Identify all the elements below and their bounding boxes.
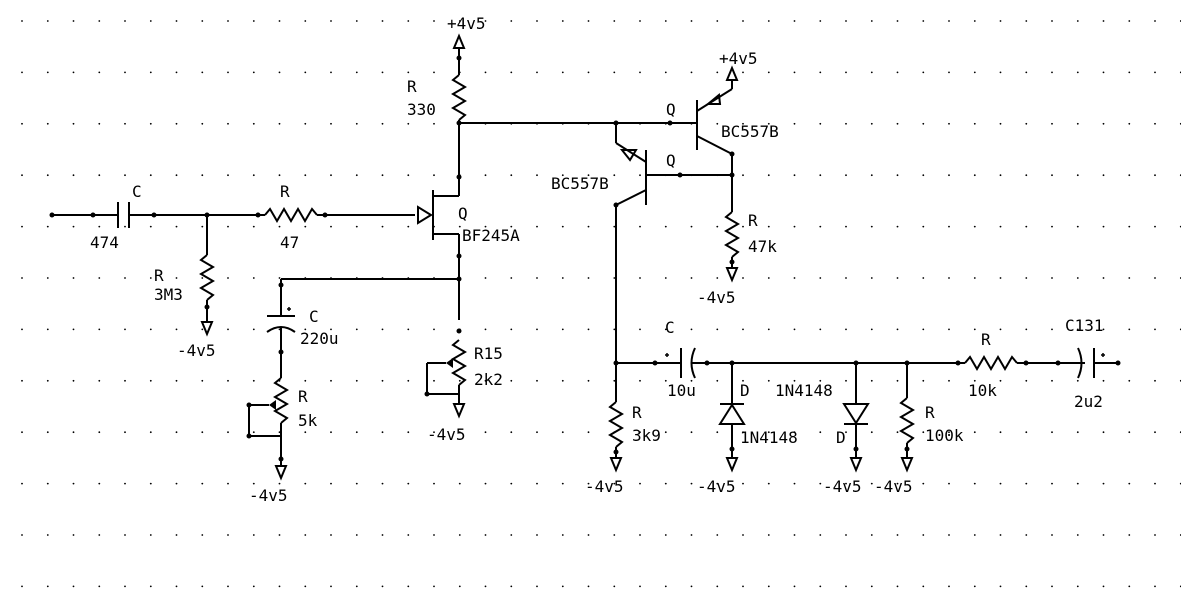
q-upper-ref: Q bbox=[666, 100, 676, 119]
r-bias-ref: R bbox=[154, 266, 164, 285]
supply-label-pos-jfet: +4v5 bbox=[447, 14, 486, 33]
r-47k-value: 47k bbox=[748, 237, 777, 256]
c-10u-ref: C bbox=[665, 318, 675, 337]
grid-dots bbox=[21, 20, 1181, 588]
r-10k-value: 10k bbox=[968, 381, 997, 400]
supply-label-neg-d2: -4v5 bbox=[823, 477, 862, 496]
r-100k-value: 100k bbox=[925, 426, 964, 445]
supply-label-neg-100k: -4v5 bbox=[874, 477, 913, 496]
pot-5k-ref: R bbox=[298, 387, 308, 406]
r-3k9-ref: R bbox=[632, 403, 642, 422]
c131-value: 2u2 bbox=[1074, 392, 1103, 411]
d2-value: 1N4148 bbox=[775, 381, 833, 400]
r-gate-value: 47 bbox=[280, 233, 299, 252]
supply-label-neg-d1: -4v5 bbox=[697, 477, 736, 496]
r-drain-ref: R bbox=[407, 77, 417, 96]
q-lower-ref: Q bbox=[666, 151, 676, 170]
r-drain-value: 330 bbox=[407, 100, 436, 119]
c-bypass-ref: C bbox=[309, 307, 319, 326]
r-47k-ref: R bbox=[748, 211, 758, 230]
input-section bbox=[49, 202, 415, 337]
jfet-value: BF245A bbox=[462, 226, 520, 245]
d1-ref: D bbox=[740, 381, 750, 400]
labels: +4v5 +4v5 C 474 R 47 R 3M3 -4v5 R 330 Q … bbox=[90, 14, 1104, 505]
c-in-ref: C bbox=[132, 182, 142, 201]
d2-ref: D bbox=[836, 428, 846, 447]
c-in-value: 474 bbox=[90, 233, 119, 252]
q-lower-value: BC557B bbox=[551, 174, 609, 193]
jfet-ref: Q bbox=[458, 204, 468, 223]
r-100k-ref: R bbox=[925, 403, 935, 422]
pot-r15-value: 2k2 bbox=[474, 370, 503, 389]
transistor-pair bbox=[613, 65, 740, 402]
supply-label-neg-bias: -4v5 bbox=[177, 341, 216, 360]
r-gate-ref: R bbox=[280, 182, 290, 201]
r-10k-ref: R bbox=[981, 330, 991, 349]
c-bypass-value: 220u bbox=[300, 329, 339, 348]
r-3k9-value: 3k9 bbox=[632, 426, 661, 445]
jfet-stage bbox=[246, 33, 697, 481]
supply-label-neg-pot5k: -4v5 bbox=[249, 486, 288, 505]
d1-value: 1N4148 bbox=[740, 428, 798, 447]
supply-label-pos-bc557: +4v5 bbox=[719, 49, 758, 68]
r-bias-value: 3M3 bbox=[154, 285, 183, 304]
pot-5k-value: 5k bbox=[298, 411, 318, 430]
q-upper-value: BC557B bbox=[721, 122, 779, 141]
supply-label-neg-r15: -4v5 bbox=[427, 425, 466, 444]
pot-r15-ref: R15 bbox=[474, 344, 503, 363]
c131-ref: C131 bbox=[1065, 316, 1104, 335]
output-section bbox=[608, 347, 1121, 473]
c-10u-value: 10u bbox=[667, 381, 696, 400]
supply-label-neg-47k: -4v5 bbox=[697, 288, 736, 307]
supply-label-neg-3k9: -4v5 bbox=[585, 477, 624, 496]
